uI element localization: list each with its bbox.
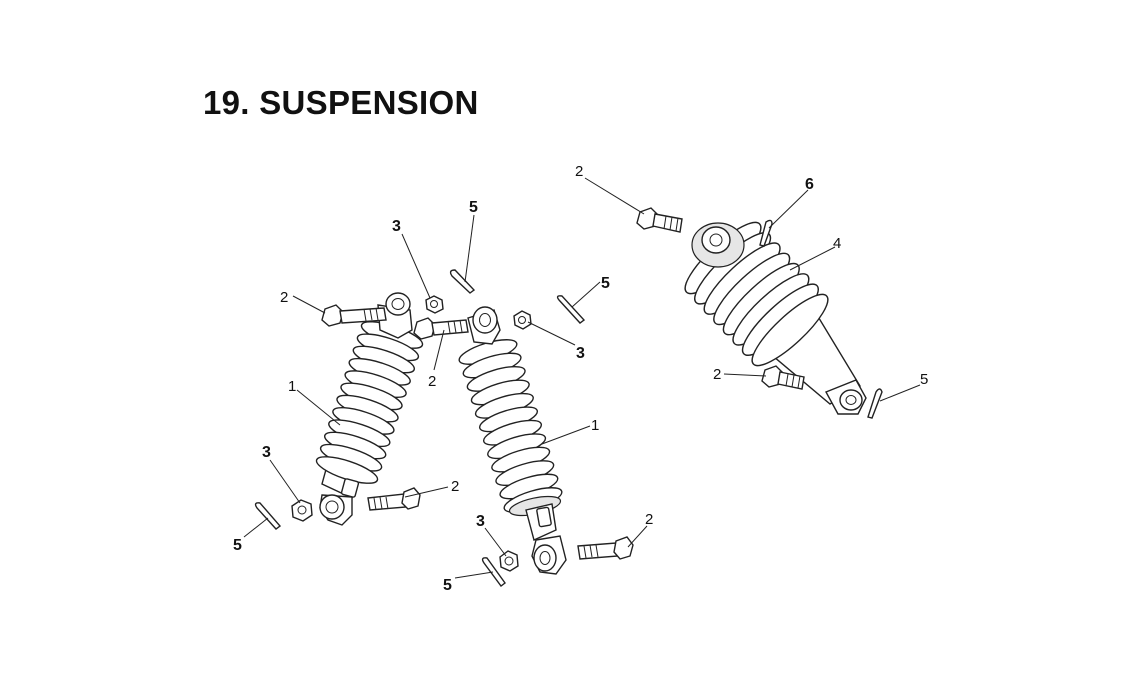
nut-center-upper <box>513 310 532 330</box>
callout-5-cotter-pin: 5 <box>443 577 452 594</box>
bolt-center-lower <box>577 536 634 560</box>
cotter-pin-rear <box>867 388 883 419</box>
left-shock-absorber <box>315 292 424 526</box>
callout-2-bolt: 2 <box>451 478 459 495</box>
leader-lines <box>243 177 921 579</box>
callout-3-nut: 3 <box>476 513 485 530</box>
callout-3-nut: 3 <box>262 444 271 461</box>
callout-5-cotter-pin: 5 <box>233 537 242 554</box>
callout-3-nut: 3 <box>392 218 401 235</box>
callout-1-shock: 1 <box>288 378 296 395</box>
bolt-center-upper <box>413 317 469 340</box>
callout-2-bolt: 2 <box>645 511 653 528</box>
callout-4-rear-shock: 4 <box>833 235 841 252</box>
nut-center-lower <box>499 550 519 572</box>
callout-6-cotter-pin: 6 <box>805 176 814 193</box>
callout-5-cotter-pin: 5 <box>469 199 478 216</box>
callout-2-bolt: 2 <box>428 373 436 390</box>
page-title: 19. SUSPENSION <box>203 84 479 121</box>
rear-spring-coil <box>751 293 829 367</box>
left-spring-coil <box>315 456 379 484</box>
cotter-pin-rear-top <box>759 219 773 247</box>
callout-1-shock: 1 <box>591 417 599 434</box>
callout-labels: 5 3 2 2 5 3 1 1 3 2 5 3 5 2 2 6 4 2 5 <box>233 163 928 594</box>
cotter-pin-center-lower <box>481 557 506 587</box>
callout-2-bolt: 2 <box>575 163 583 180</box>
bolt-left-upper <box>321 304 387 327</box>
bolt-rear-lower <box>761 365 805 390</box>
nut-left-lower <box>291 499 313 522</box>
callout-3-nut: 3 <box>576 345 585 362</box>
rear-shock-absorber <box>684 221 867 415</box>
callout-5-cotter-pin: 5 <box>601 275 610 292</box>
nut-left-upper <box>425 295 444 314</box>
cotter-pin-left-lower <box>254 502 282 530</box>
center-shock-absorber <box>458 306 567 575</box>
bolt-rear-upper <box>636 207 683 233</box>
cotter-pin-upper-right <box>556 295 586 324</box>
callout-5-cotter-pin: 5 <box>920 371 928 388</box>
callout-2-bolt: 2 <box>713 366 721 383</box>
cotter-pin-upper-center <box>449 269 476 294</box>
bolt-left-lower <box>367 487 421 511</box>
callout-2-bolt: 2 <box>280 289 288 306</box>
